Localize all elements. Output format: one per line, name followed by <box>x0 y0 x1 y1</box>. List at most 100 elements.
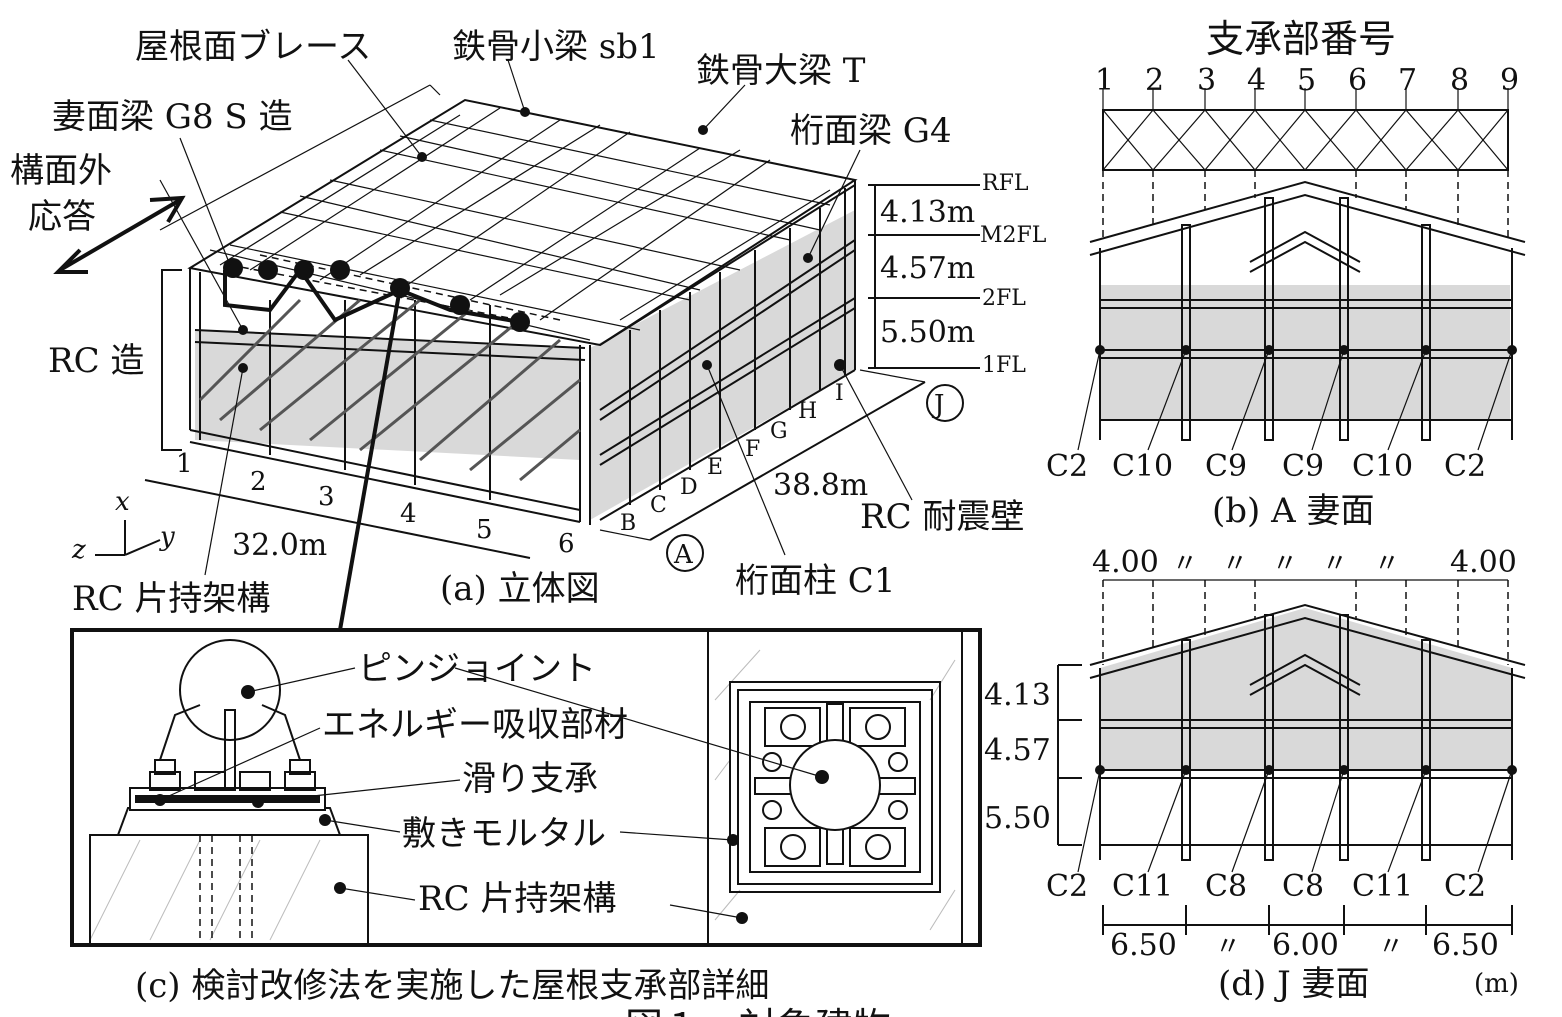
label-eave-column: 桁面柱 C1 <box>735 561 895 601</box>
col-b-2: C10 <box>1112 449 1173 484</box>
col-b-1: C2 <box>1046 449 1088 484</box>
label-steel-beam-large: 鉄骨大梁 T <box>696 51 866 91</box>
bearing-num-2: 2 <box>1145 63 1164 98</box>
axis-j-label: J <box>931 390 944 420</box>
bearing-ticks <box>1102 88 1509 110</box>
bolts <box>762 714 908 860</box>
floor-rfl: RFL <box>982 171 1029 196</box>
label-rc-cantilever: RC 片持架構 <box>72 579 270 619</box>
top-dim-5: 〃 <box>1322 549 1348 579</box>
label-span-x: 32.0m <box>232 528 327 563</box>
label-pin-joint: ピンジョイント <box>358 649 596 689</box>
gable-b-columns <box>1181 197 1431 441</box>
bottom-dim-3: 6.00 <box>1272 928 1339 963</box>
grid-letter-d: D <box>680 475 698 500</box>
top-dim-6: 〃 <box>1374 549 1400 579</box>
axis-a-circle <box>666 534 704 572</box>
label-energy-member: エネルギー吸収部材 <box>322 705 628 745</box>
hatch <box>89 649 956 941</box>
bottom-dim-5: 6.50 <box>1432 928 1499 963</box>
bearing-num-5: 5 <box>1297 63 1316 98</box>
grid-num-1: 1 <box>176 449 193 479</box>
bearing-num-4: 4 <box>1247 63 1266 98</box>
grid-letter-h: H <box>798 399 817 424</box>
detail-leaders <box>159 667 823 919</box>
label-rc: RC 造 <box>48 341 144 381</box>
detail-leader <box>338 287 402 631</box>
panel-c-drawing <box>70 628 982 947</box>
grid-letter-i: I <box>835 381 844 406</box>
bottom-dim-2: 〃 <box>1215 932 1241 962</box>
gable-beam-g8 <box>223 266 521 324</box>
gable-b-leaders <box>1077 349 1513 451</box>
bearing-num-7: 7 <box>1398 63 1417 98</box>
axis-j-circle <box>926 384 964 422</box>
label-out-of-plane-1: 構面外 <box>10 151 112 191</box>
axis-a-label: A <box>673 540 694 570</box>
gable-b-fill <box>1100 285 1510 420</box>
col-d-2: C11 <box>1112 869 1173 904</box>
col-b-4: C9 <box>1282 449 1324 484</box>
grid-letter-c: C <box>650 493 667 518</box>
bottom-dim-ticks <box>1102 905 1513 935</box>
floor-1fl: 1FL <box>982 353 1026 378</box>
panel-b-drawing <box>1077 88 1526 451</box>
grid-letter-e: E <box>707 455 723 480</box>
axis-z-label: z <box>71 535 86 565</box>
grid-num-2: 2 <box>250 467 267 497</box>
out-of-plane-arrow <box>58 198 182 272</box>
floor-2fl: 2FL <box>982 286 1026 311</box>
top-dim-3: 〃 <box>1222 549 1248 579</box>
col-d-1: C2 <box>1046 869 1088 904</box>
bearing-num-3: 3 <box>1197 63 1216 98</box>
col-d-5: C11 <box>1352 869 1413 904</box>
label-mortar: 敷きモルタル <box>402 814 606 854</box>
label-slide-bearing: 滑り支承 <box>462 759 598 799</box>
leader-lines-a <box>159 59 913 576</box>
figure-title-cut: 図１ 対象建物 <box>625 1005 891 1017</box>
col-b-6: C2 <box>1444 449 1486 484</box>
mortar-bed <box>116 807 342 836</box>
top-dim-4: 〃 <box>1272 549 1298 579</box>
panel-d-drawing <box>1057 579 1526 935</box>
title-bearing-numbers: 支承部番号 <box>1206 17 1396 61</box>
col-b-3: C9 <box>1205 449 1247 484</box>
caption-a: (a) 立体図 <box>440 569 600 609</box>
grid-num-3: 3 <box>318 482 335 512</box>
bearing-dashes-d <box>1102 580 1509 665</box>
label-roof-brace: 屋根面ブレース <box>135 27 371 67</box>
caption-d: (d) J 妻面 <box>1218 964 1370 1004</box>
col-d-3: C8 <box>1205 869 1247 904</box>
caption-b: (b) A 妻面 <box>1212 491 1374 531</box>
col-d-4: C8 <box>1282 869 1324 904</box>
grid-num-6: 6 <box>558 529 575 559</box>
height-d-3: 5.50 <box>984 801 1051 836</box>
gable-d-fill <box>1100 608 1512 770</box>
panel-a-drawing <box>53 59 980 631</box>
height-1: 4.13m <box>880 195 975 230</box>
label-gable-beam: 妻面梁 G8 S 造 <box>52 97 293 137</box>
bottom-dim-1: 6.50 <box>1110 928 1177 963</box>
rc-bracket <box>161 269 182 451</box>
axis-x-label: x <box>115 487 130 517</box>
label-rc-wall: RC 耐震壁 <box>860 497 1024 537</box>
bearing-num-1: 1 <box>1095 63 1114 98</box>
top-dim-2: 〃 <box>1172 549 1198 579</box>
label-eave-beam: 桁面梁 G4 <box>790 111 952 151</box>
side-wall-fill <box>590 210 855 520</box>
grid-num-5: 5 <box>476 515 493 545</box>
label-rc-cantilever-c: RC 片持架構 <box>418 879 616 919</box>
bearing-dashes-b <box>1102 170 1509 240</box>
height-d-2: 4.57 <box>984 733 1051 768</box>
gable-d-leaders <box>1077 769 1513 873</box>
label-span-y: 38.8m <box>773 468 868 503</box>
bearing-num-9: 9 <box>1500 63 1519 98</box>
height-3: 5.50m <box>880 315 975 350</box>
height-d-1: 4.13 <box>984 678 1051 713</box>
top-dim-1: 4.00 <box>1092 545 1159 580</box>
gable-d-columns <box>1181 614 1431 861</box>
grid-num-4: 4 <box>400 499 417 529</box>
height-2: 4.57m <box>880 251 975 286</box>
grid-letter-g: G <box>770 419 788 444</box>
